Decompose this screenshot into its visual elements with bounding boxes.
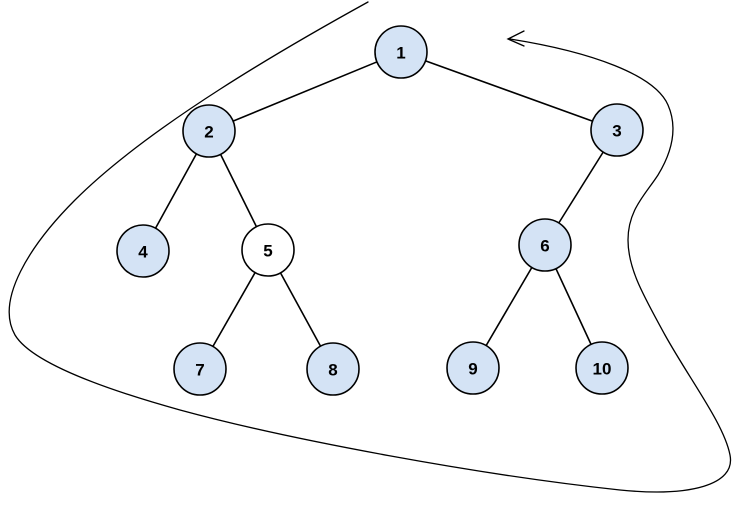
node-label-1: 1 — [396, 44, 405, 63]
edge-1-3 — [400, 51, 618, 131]
tree-node-8: 8 — [306, 342, 360, 396]
node-label-4: 4 — [138, 243, 148, 262]
node-circle-5 — [241, 223, 295, 277]
node-circle-6 — [518, 218, 572, 272]
node-label-6: 6 — [540, 237, 549, 256]
node-circle-8 — [306, 342, 360, 396]
tree-node-6: 6 — [518, 218, 572, 272]
node-circle-3 — [590, 103, 644, 157]
enclosing-curve — [8, 1, 732, 493]
tree-node-3: 3 — [590, 103, 644, 157]
node-label-10: 10 — [593, 360, 612, 379]
node-circle-2 — [182, 104, 236, 158]
tree-node-2: 2 — [182, 104, 236, 158]
node-label-2: 2 — [204, 123, 213, 142]
tree-node-7: 7 — [173, 342, 227, 396]
node-label-3: 3 — [612, 122, 621, 141]
edge-1-2 — [208, 51, 402, 132]
tree-node-10: 10 — [575, 341, 629, 395]
tree-node-9: 9 — [446, 341, 500, 395]
tree-node-1: 1 — [374, 25, 428, 79]
node-circle-4 — [116, 224, 170, 278]
tree-node-4: 4 — [116, 224, 170, 278]
node-label-7: 7 — [195, 361, 204, 380]
tree-node-5: 5 — [241, 223, 295, 277]
node-circle-1 — [374, 25, 428, 79]
node-circle-10 — [575, 341, 629, 395]
node-circle-7 — [173, 342, 227, 396]
node-label-5: 5 — [263, 242, 272, 261]
tree-nodes: 1 2 3 4 5 6 7 8 9 10 — [116, 25, 644, 396]
node-label-8: 8 — [328, 361, 337, 380]
tree-edges — [142, 51, 618, 370]
traversal-arrow-icon — [506, 30, 525, 47]
node-label-9: 9 — [468, 360, 477, 379]
node-circle-9 — [446, 341, 500, 395]
